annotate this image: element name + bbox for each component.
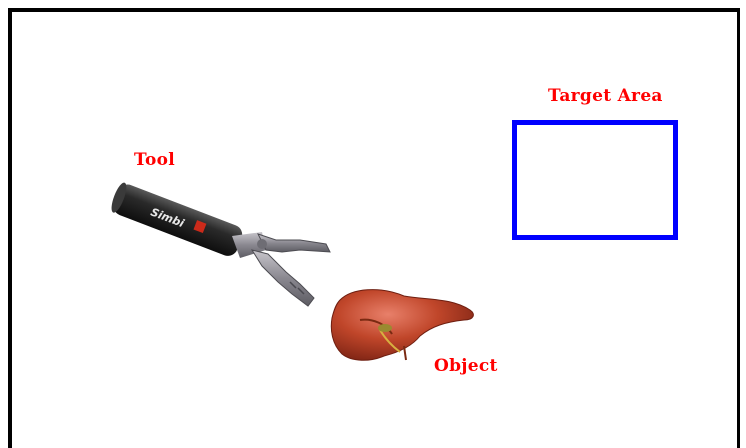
simulation-scene: Tool Target Area Object: [0, 0, 746, 434]
laparoscopic-grasper-icon[interactable]: Simbi: [0, 0, 746, 434]
liver-icon: [331, 290, 473, 361]
